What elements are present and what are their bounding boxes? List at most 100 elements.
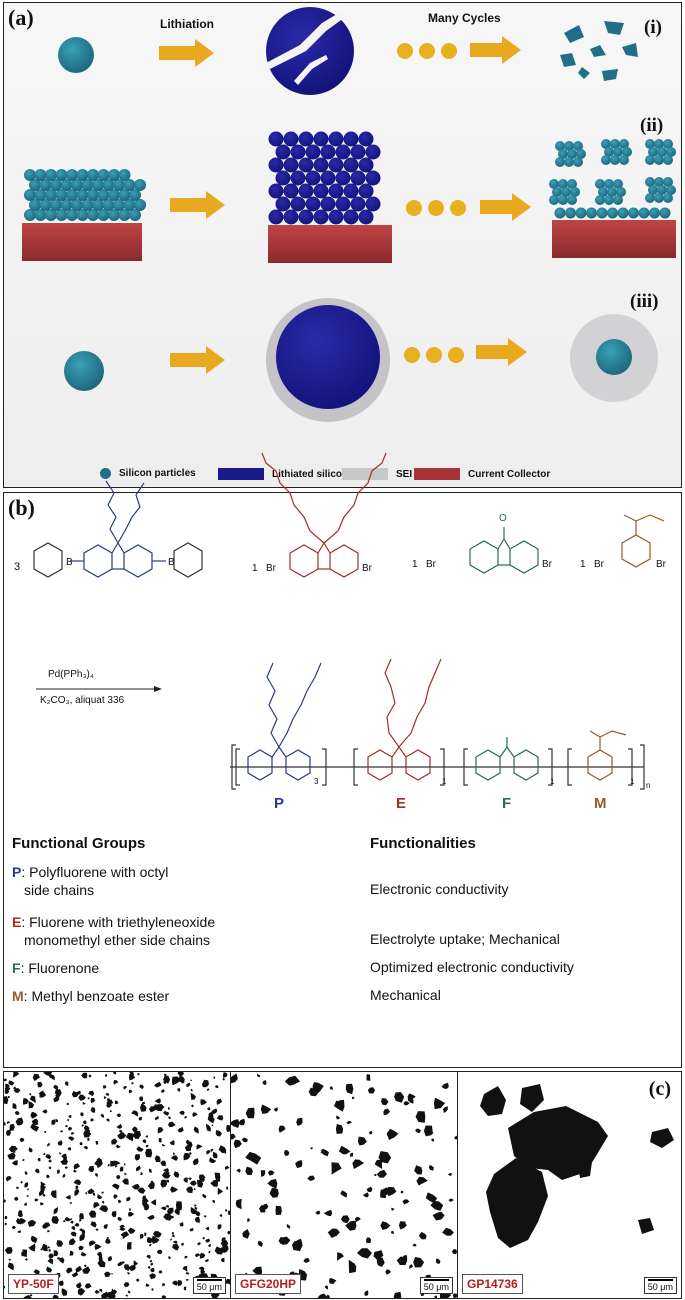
silicon-particle [654,139,664,149]
silicon-particle [34,209,47,221]
scale-bar-3: 50 μm [643,1277,677,1294]
particle-speck [105,1074,108,1077]
particle-speck [12,1103,17,1109]
particle-speck [200,1269,205,1275]
particle-speck [203,1215,207,1218]
particle-speck [200,1099,207,1106]
polymer-unit-f [475,737,539,781]
particle-speck [170,1238,173,1241]
particle-speck [382,1187,390,1195]
particle-speck [16,1186,19,1189]
particle-speck [183,1177,188,1183]
lithiated-particle [268,183,284,199]
particle-speck [245,1151,262,1165]
particle-speck [151,1288,154,1291]
silicon-particle [654,155,664,165]
particle-speck [154,1081,162,1088]
particle-speck [310,1147,313,1150]
particle-speck [87,1137,90,1141]
lithiated-particle [313,209,329,225]
particle-speck [185,1272,190,1275]
particle-speck [168,1256,171,1259]
micrograph-yp50f: YP-50F 50 μm [4,1072,231,1298]
particle-speck [441,1082,449,1089]
shrunk-silicon-core [596,339,632,375]
particle-speck [194,1206,198,1210]
particle-speck [121,1261,125,1264]
silicon-particle [39,199,52,211]
sample-label-2: GFG20HP [235,1274,302,1294]
silicon-particle [654,177,664,187]
particle-speck [220,1257,225,1263]
particle-speck [104,1271,111,1277]
panel-b: (b) [3,452,682,1068]
particle-speck [156,1232,162,1238]
particle-speck [216,1115,224,1121]
particle-speck [32,1073,40,1082]
particle-speck [170,1155,179,1161]
particle-speck [260,1104,272,1114]
particle-speck [338,1145,351,1155]
particle-speck [140,1233,144,1239]
particle-speck [154,1098,161,1104]
particle-speck [273,1107,278,1112]
particle-speck [103,1096,107,1099]
particle-speck [96,1157,102,1162]
lithiated-particle [365,144,381,160]
particle-speck [222,1148,227,1155]
group-f-description: F: Fluorenone [12,960,100,976]
particle-speck [416,1176,428,1186]
silicon-particle [604,147,614,157]
particle-speck [117,1132,127,1139]
silicon-particle [129,209,141,221]
particle-speck [8,1080,15,1086]
lithiation-label: Lithiation [160,17,214,31]
lithiated-particle [283,131,299,147]
lithiated-particle [358,131,374,147]
particle-speck [46,1266,53,1273]
particle-speck [48,1248,51,1252]
silicon-particle [108,189,120,201]
particle-speck [55,1118,59,1123]
particle-speck [179,1079,184,1083]
ellipsis-dots-2 [406,200,466,216]
particle-speck [169,1140,175,1146]
particle-speck [23,1202,27,1206]
particle-speck [184,1255,188,1259]
particle-speck [345,1220,357,1231]
particle-speck [172,1280,178,1286]
particle-speck [366,1237,372,1244]
particle-speck [4,1078,7,1082]
particle-speck [236,1168,241,1173]
particle-speck [448,1198,454,1202]
particle-speck [335,1124,344,1134]
silicon-particle [648,185,658,195]
repeat-brackets [231,744,645,790]
particle-speck [163,1110,170,1116]
lithiated-particle [328,209,344,225]
particle-speck [364,1290,369,1296]
lithiated-particle [283,209,299,225]
silicon-particle [613,179,623,189]
particle-speck [133,1261,138,1267]
particle-speck [185,1278,189,1281]
particle-speck [161,1171,171,1179]
lithiated-particle [328,183,344,199]
particle-speck [127,1242,132,1250]
monomer-p-structure [33,480,203,578]
boron-right: B [168,557,175,568]
particle-speck [114,1100,119,1105]
lithiated-particle [313,131,329,147]
particle-speck [39,1094,43,1098]
ketone-oxygen: O [499,513,507,524]
silicon-particle [87,189,99,201]
particle-speck [40,1202,45,1206]
panel-c-label: (c) [648,1078,671,1100]
particle-speck [433,1097,446,1110]
particle-speck [219,1246,226,1252]
particle-speck [144,1208,148,1211]
particle-speck [30,1123,40,1132]
particle-speck [37,1081,43,1088]
lithiated-particle [290,196,306,212]
particle-speck [192,1112,198,1118]
